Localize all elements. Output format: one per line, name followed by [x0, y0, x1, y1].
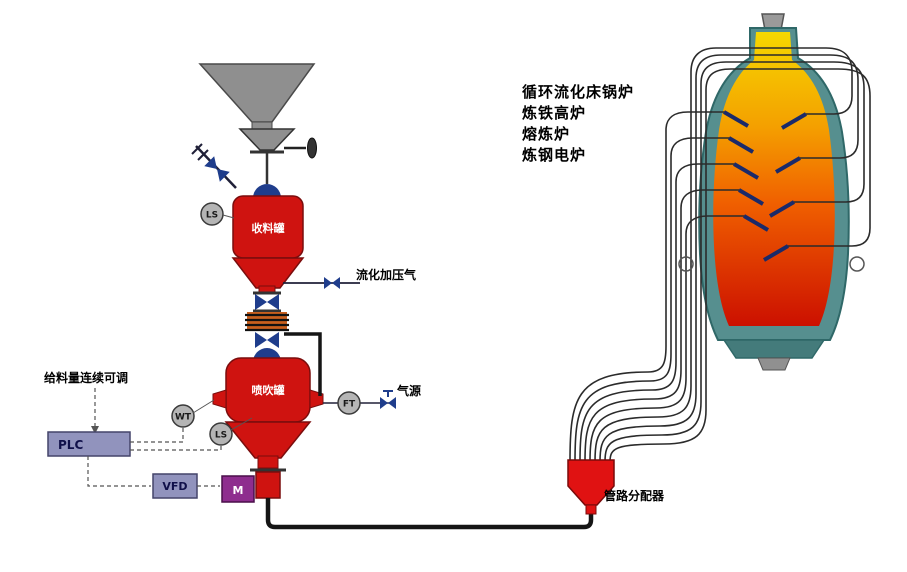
feed-note: 给料量连续可调 — [44, 370, 128, 385]
ft-sensor — [337, 391, 361, 415]
fluidizing-gas-line: 流化加压气 — [283, 267, 416, 289]
wt-lead — [192, 399, 215, 414]
slide-gate-funnel — [238, 128, 296, 151]
receiving-tank-label: 收料罐 — [252, 221, 285, 235]
application-list: 循环流化床锅炉 炼铁高炉 熔炼炉 炼钢电炉 — [522, 83, 634, 164]
injection-sensors: WT LS — [171, 399, 253, 446]
branch-pipe — [594, 47, 853, 463]
inlet-dome-valve — [253, 184, 281, 198]
nozzle-left — [212, 389, 227, 409]
application-item: 炼铁高炉 — [522, 104, 586, 122]
plc-box — [47, 431, 131, 457]
pipe-loop-right — [849, 256, 865, 272]
pipe-loop-left — [678, 256, 694, 272]
ls-upper-lead — [222, 214, 235, 219]
furnace-cavity — [713, 32, 835, 326]
plc-label: PLC — [58, 438, 83, 452]
plc-wt-dashed — [130, 428, 184, 443]
ls-lower-label: LS — [215, 431, 227, 441]
injection-tank: 喷吹罐 M — [212, 348, 324, 503]
plc-ls-dashed — [130, 446, 222, 451]
lance — [768, 200, 796, 218]
vfd-box — [152, 473, 198, 499]
tank-cone — [224, 421, 312, 459]
lance — [762, 244, 790, 262]
bypass-pipe — [284, 332, 322, 396]
branch-pipe — [599, 54, 859, 463]
tank-neck — [257, 455, 279, 469]
inter-tank-stack — [245, 291, 289, 348]
vent-flange — [197, 149, 209, 161]
wt-sensor — [171, 404, 195, 428]
vfd-label: VFD — [162, 480, 187, 493]
fluidizing-gas-label: 流化加压气 — [356, 267, 416, 282]
control-system: 给料量连续可调 PLC VFD — [44, 370, 222, 499]
injection-lances — [722, 110, 808, 262]
furnace — [698, 13, 850, 371]
lance — [732, 162, 760, 180]
tank-cone — [231, 257, 305, 289]
hopper-stem — [251, 121, 273, 130]
source-valve — [380, 390, 396, 409]
lance — [742, 214, 770, 232]
gas-source-label: 气源 — [396, 383, 421, 398]
plc-vfd-dashed — [87, 456, 151, 487]
ls-lower-lead — [230, 417, 253, 431]
vent-pipe — [191, 143, 237, 189]
vent-flange — [191, 143, 203, 155]
distributor-stem — [585, 504, 597, 515]
dome-valve-upper — [255, 294, 279, 310]
receiving-tank: 收料罐 LS — [200, 184, 305, 294]
application-item: 循环流化床锅炉 — [522, 83, 634, 101]
furnace-stand — [757, 357, 791, 371]
ft-label: FT — [343, 400, 356, 410]
distributor-body — [567, 459, 615, 506]
vent-valve — [204, 156, 230, 182]
branch-pipe — [584, 189, 740, 463]
ls-upper-sensor — [200, 202, 224, 226]
bellows-joint — [247, 312, 287, 331]
branch-pipe — [569, 111, 725, 463]
branch-pipe — [574, 137, 730, 463]
motor-box — [221, 475, 255, 503]
branch-pipe — [579, 163, 735, 463]
main-conveying-pipe — [265, 498, 594, 530]
branch-pipe — [609, 68, 871, 463]
injection-tank-label: 喷吹罐 — [252, 383, 285, 397]
application-item: 熔炼炉 — [522, 125, 570, 143]
wt-label: WT — [175, 413, 192, 423]
feed-hopper — [198, 63, 317, 184]
dome-valve-lower — [255, 332, 279, 348]
hopper-funnel — [198, 63, 316, 123]
lance — [727, 136, 755, 154]
gas-source-line: FT 气源 — [323, 383, 421, 415]
conveying-pipe-bundle — [569, 47, 871, 463]
distributor-label: 管路分配器 — [604, 488, 665, 503]
branch-pipe — [604, 61, 865, 463]
note-arrowhead — [91, 426, 99, 434]
rotary-feeder — [255, 471, 281, 499]
lance — [722, 110, 750, 128]
motor-label: M — [233, 484, 244, 497]
pipe-distributor: 管路分配器 — [567, 459, 665, 515]
lance — [737, 188, 765, 206]
lance — [774, 156, 802, 174]
application-item: 炼钢电炉 — [522, 146, 586, 164]
gas-valve — [324, 277, 340, 289]
ls-upper-label: LS — [206, 211, 218, 221]
ls-lower-sensor — [209, 422, 233, 446]
lance — [780, 112, 808, 130]
handwheel — [307, 137, 317, 159]
furnace-hearth-base — [722, 339, 826, 359]
branch-pipe — [589, 215, 745, 463]
